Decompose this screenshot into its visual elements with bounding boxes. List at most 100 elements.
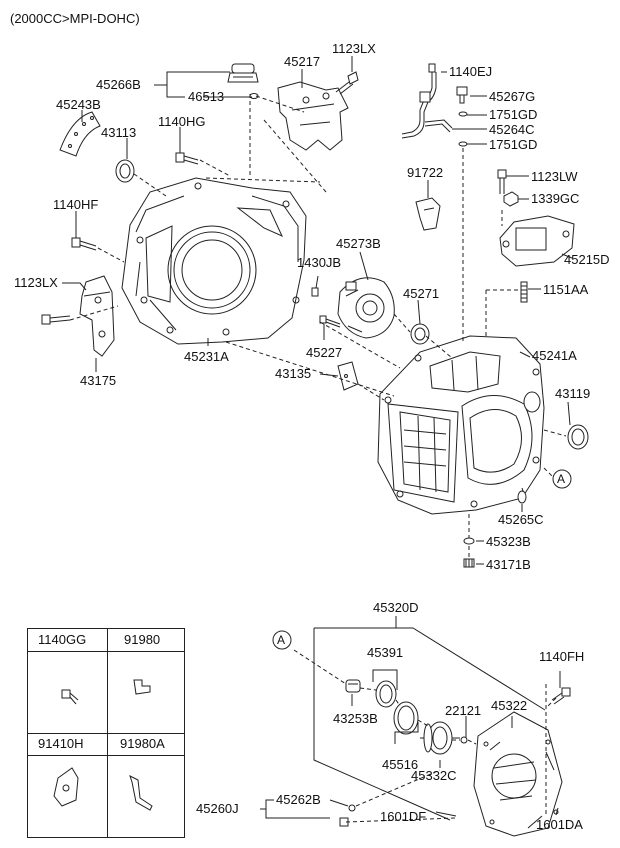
callout-1339GC[interactable]: 1339GC (531, 191, 580, 206)
callout-45243B[interactable]: 45243B (56, 97, 101, 112)
callout-45231A[interactable]: 45231A (184, 349, 229, 364)
oil-seal-45271 (410, 323, 430, 345)
callout-1123LW[interactable]: 1123LW (531, 169, 578, 184)
pin-22121 (460, 736, 468, 744)
callout-45217[interactable]: 45217 (284, 54, 321, 69)
cap-45266B (227, 63, 259, 83)
callout-45273B[interactable]: 45273B (336, 236, 381, 251)
callout-45241A[interactable]: 45241A (532, 348, 577, 363)
legend-code-91980[interactable]: 91980 (124, 632, 161, 647)
callout-43175[interactable]: 43175 (80, 373, 117, 388)
callout-45260J[interactable]: 45260J (196, 801, 239, 816)
mount-bracket-45215D (499, 215, 575, 267)
callout-1123LX-left[interactable]: 1123LX (14, 275, 58, 290)
bolt-1123LX-top (335, 71, 359, 95)
bolt-1123LW (497, 169, 507, 194)
bearing-45332C (420, 721, 460, 755)
callout-1140FH[interactable]: 1140FH (539, 649, 585, 664)
callout-43253B[interactable]: 43253B (333, 711, 378, 726)
legend-divider (28, 755, 184, 756)
bolt-1123LX-left (41, 314, 71, 325)
shim-ring-45391 (375, 680, 397, 708)
legend-bent-clip-icon (129, 775, 153, 811)
callout-1151AA[interactable]: 1151AA (543, 282, 589, 297)
legend-divider (28, 651, 184, 652)
gasket-1751GD-b (458, 141, 468, 147)
callout-45516[interactable]: 45516 (382, 757, 419, 772)
assembly-dash-lines (69, 94, 567, 558)
oil-seal-43113 (115, 159, 135, 183)
inset-frame-45320D (313, 616, 546, 821)
callout-43135[interactable]: 43135 (275, 366, 312, 381)
callout-45266B[interactable]: 45266B (96, 77, 141, 92)
callout-43171B[interactable]: 43171B (486, 557, 531, 572)
engine-variant-caption: (2000CC>MPI-DOHC) (10, 11, 140, 26)
magnet-45265C (517, 490, 527, 504)
legend-divider (28, 733, 184, 734)
callout-45323B[interactable]: 45323B (486, 534, 531, 549)
reference-circle-a-main (552, 469, 572, 489)
callout-1751GD-b[interactable]: 1751GD (489, 137, 538, 152)
callout-45215D[interactable]: 45215D (564, 252, 610, 267)
fitting-45267G (456, 86, 468, 104)
callout-45332C[interactable]: 45332C (411, 768, 457, 783)
legend-mount-bracket-icon (53, 767, 79, 807)
callout-45265C[interactable]: 45265C (498, 512, 544, 527)
callout-45227[interactable]: 45227 (306, 345, 343, 360)
callout-22121[interactable]: 22121 (445, 703, 482, 718)
reference-a-main-label: A (557, 472, 566, 486)
legend-code-91410H[interactable]: 91410H (38, 736, 84, 751)
leader-lines-upper (62, 56, 573, 565)
bolt-45227 (319, 315, 341, 328)
callout-46513[interactable]: 46513 (188, 89, 225, 104)
callout-1123LX-top[interactable]: 1123LX (332, 41, 376, 56)
legend-bracket-clip-icon (133, 679, 151, 695)
callout-1140HF[interactable]: 1140HF (53, 197, 99, 212)
nut-1339GC (503, 191, 519, 207)
callout-45264C[interactable]: 45264C (489, 122, 535, 137)
baffle-plate-45243B (59, 111, 101, 157)
breather-pipe-assembly (401, 63, 453, 139)
plug-45262B (339, 804, 356, 827)
leader-lines-lower (260, 669, 561, 819)
callout-43113[interactable]: 43113 (101, 125, 137, 140)
callout-1140HG[interactable]: 1140HG (158, 114, 206, 129)
callout-45320D[interactable]: 45320D (373, 600, 419, 615)
bolt-1140HG (175, 152, 199, 165)
converter-housing-45231A (121, 177, 307, 345)
reference-circle-a-inset (272, 630, 292, 650)
legend-divider (107, 629, 108, 837)
callout-1430JB[interactable]: 1430JB (297, 255, 342, 270)
drain-plug-43171B (463, 558, 475, 568)
callout-45391[interactable]: 45391 (367, 645, 404, 660)
case-seal-ring (523, 391, 541, 413)
callout-1751GD-a[interactable]: 1751GD (489, 107, 538, 122)
callout-1601DA[interactable]: 1601DA (536, 817, 583, 832)
hardware-legend-table: 1140GG 91980 91410H 91980A (27, 628, 185, 838)
reference-a-inset-label: A (277, 633, 286, 647)
callout-1601DF[interactable]: 1601DF (380, 809, 427, 824)
transaxle-case-45241A (377, 335, 545, 515)
legend-bolt-icon (61, 689, 79, 705)
dowel-1430JB (311, 287, 319, 297)
plate-43135 (337, 361, 359, 391)
callout-91722[interactable]: 91722 (407, 165, 444, 180)
callout-45322[interactable]: 45322 (491, 698, 528, 713)
callout-45267G[interactable]: 45267G (489, 89, 536, 104)
cover-45322 (473, 711, 563, 837)
legend-code-1140GG[interactable]: 1140GG (38, 632, 87, 647)
callout-45271[interactable]: 45271 (403, 286, 440, 301)
bracket-45217 (277, 81, 349, 151)
bracket-91722 (415, 197, 441, 231)
legend-code-91980A[interactable]: 91980A (120, 736, 165, 751)
oil-seal-43119 (567, 424, 589, 450)
bolt-1140HF (71, 237, 97, 251)
bolt-1140FH (551, 687, 571, 705)
stud-1151AA (520, 281, 528, 303)
bearing-43253B (345, 679, 361, 693)
pump-assembly-45273B (337, 277, 395, 339)
callout-43119[interactable]: 43119 (555, 386, 591, 401)
callout-1140EJ[interactable]: 1140EJ (449, 64, 493, 79)
callout-45262B[interactable]: 45262B (276, 792, 321, 807)
